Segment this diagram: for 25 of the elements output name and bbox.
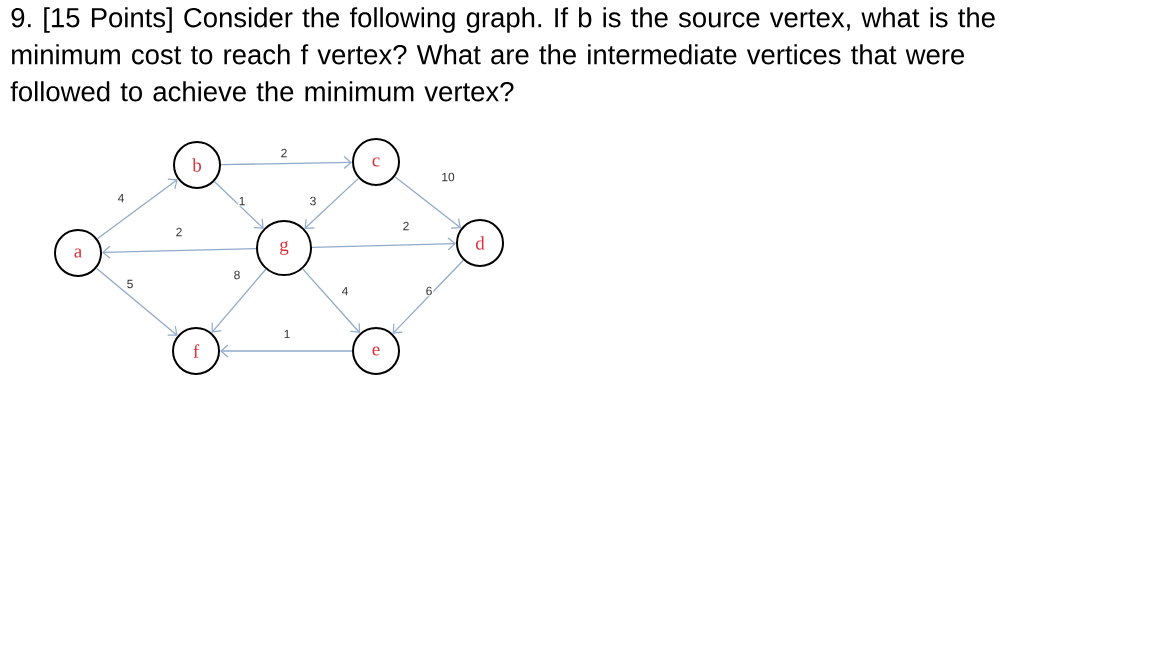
arrow — [95, 267, 178, 336]
edge-label: 5 — [125, 278, 135, 290]
arrow — [102, 245, 257, 259]
arrow — [302, 268, 360, 334]
arrow — [220, 155, 352, 170]
edge-label: 2 — [401, 220, 411, 232]
edge-label: 1 — [237, 195, 247, 207]
arrow — [220, 344, 353, 358]
arrow — [394, 176, 462, 229]
edge-label: 1 — [282, 328, 292, 340]
edge-label: 4 — [116, 192, 126, 204]
edge-label: 2 — [279, 147, 289, 159]
arrow — [311, 237, 457, 251]
arrow — [211, 268, 267, 333]
edge-label: 4 — [340, 285, 350, 297]
arrow — [96, 178, 178, 240]
arrow — [392, 259, 464, 334]
edge-label: 3 — [308, 195, 318, 207]
question-text: 9. [15 Points] Consider the following graph. If b is the source vertex, what is the minimum cost to reach f vertex? What are the intermediate vertices that were followed to achieve the minimum vertex? — [10, 7, 995, 102]
arrow — [304, 177, 360, 229]
edge-label: 6 — [424, 285, 434, 297]
edge-label: 8 — [232, 269, 242, 281]
edge-label: 2 — [174, 226, 184, 238]
edge-label: 10 — [440, 171, 456, 183]
arrow — [213, 180, 264, 229]
